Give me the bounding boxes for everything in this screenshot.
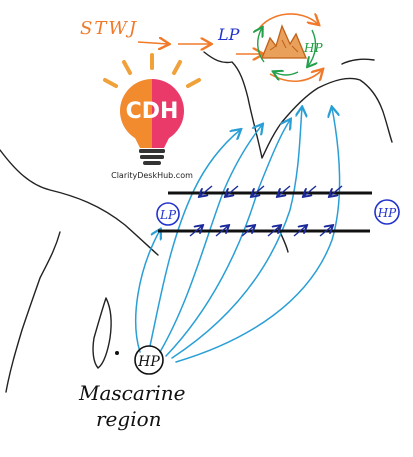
lp-left-marker: LP [156, 202, 180, 226]
madagascar-island [92, 297, 112, 369]
circulation-top-arc [257, 14, 318, 31]
wind-bands [158, 185, 372, 237]
circulation-right-green [308, 29, 315, 66]
plateau-icon [261, 24, 307, 59]
monsoon-arrow-3 [159, 125, 262, 353]
africa-coast-east [5, 231, 61, 393]
east-coast [341, 58, 375, 65]
logo-rays [103, 53, 201, 88]
africa-coast-top [0, 149, 159, 256]
monsoon-arrow-1 [135, 230, 160, 353]
region-label-line1: Mascarine [78, 381, 185, 405]
logo-text: CDH [126, 99, 179, 124]
circulation-bottom-green [274, 72, 299, 75]
monsoon-arrows [135, 108, 341, 363]
monsoon-arrow-2 [149, 130, 240, 347]
tibetan-plateau-circulation: HP [257, 14, 324, 82]
hp-bottom-label: HP [137, 354, 160, 370]
hp-right-marker: HP [374, 199, 400, 225]
monsoon-arrow-4 [165, 120, 290, 357]
stwj-arrow-1 [137, 42, 168, 44]
dot-mark [115, 351, 119, 355]
hp-top-label: HP [303, 41, 323, 55]
logo-site: ClarityDeskHub.com [111, 171, 193, 180]
hp-right-label: HP [377, 206, 397, 220]
upper-band-arrows [200, 185, 343, 196]
lower-band-arrows [189, 226, 332, 237]
circulation-bottom-arc [269, 70, 322, 82]
circulation-left-green [258, 28, 265, 63]
stwj-arrows [137, 42, 262, 54]
hp-mascarine-marker: HP [115, 345, 164, 375]
monsoon-arrow-6 [175, 108, 341, 363]
region-label-line2: region [96, 407, 162, 431]
stwj-label: STWJ [80, 18, 138, 39]
india-coast [203, 51, 393, 159]
monsoon-arrow-5 [171, 108, 302, 359]
cdh-logo: CDH ClarityDeskHub.com [103, 53, 201, 180]
lightbulb-icon [120, 79, 184, 165]
lp-left-label: LP [159, 208, 177, 222]
lp-top-label: LP [217, 25, 240, 44]
